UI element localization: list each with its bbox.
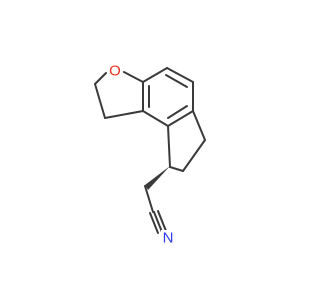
oxygen-label: O bbox=[109, 63, 121, 80]
bond-o-aryl bbox=[123, 71, 144, 83]
bond-ring-c-top bbox=[142, 67, 168, 83]
bond-o-ch2 bbox=[94, 72, 107, 85]
bond-ring-top-right-inner bbox=[165, 74, 188, 88]
bond-triple-1 bbox=[149, 212, 159, 234]
bond-ring-bottom-left bbox=[142, 110, 169, 127]
atom-nitrogen: N bbox=[161, 230, 176, 247]
bond-ch2-chiral bbox=[169, 166, 184, 172]
nitrogen-label: N bbox=[163, 230, 174, 247]
bond-ch2-nitrile-carbon bbox=[144, 185, 154, 213]
stereo-wedge-bond bbox=[145, 166, 170, 190]
bond-ch2-ch2-right bbox=[182, 139, 206, 172]
bond-ring-bottom-right-inner bbox=[167, 105, 188, 119]
bond-ring-bottom-right bbox=[167, 110, 194, 127]
molecule-structure-diagram: O N bbox=[94, 63, 206, 247]
bond-chiral-aryl bbox=[167, 125, 171, 168]
bond-ring-top-right bbox=[166, 67, 194, 83]
bond-layer bbox=[94, 67, 206, 234]
bond-aryl-ch2-top bbox=[192, 110, 206, 141]
bond-ch2-ch2 bbox=[94, 83, 106, 119]
bond-triple-2 bbox=[153, 211, 163, 233]
bond-triple-3 bbox=[157, 210, 167, 232]
bond-ch2-aryl bbox=[104, 110, 144, 119]
atom-oxygen: O bbox=[107, 63, 122, 80]
